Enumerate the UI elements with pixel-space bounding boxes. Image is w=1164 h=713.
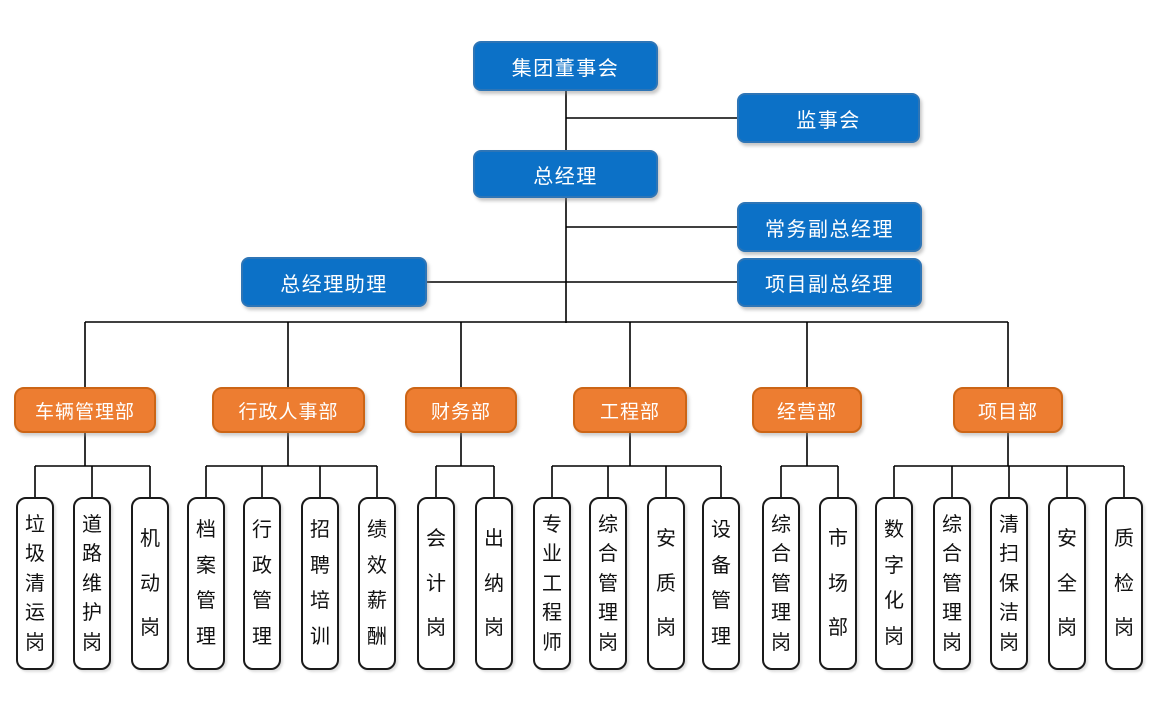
position-box-d4-p1: 市场部 [819,497,857,670]
dept-vehicle-management: 车辆管理部 [14,387,156,433]
dept-operations: 经营部 [752,387,862,433]
dept-engineering: 工程部 [573,387,687,433]
position-box-d3-p1: 综合管理岗 [589,497,627,670]
position-box-d3-p0: 专业工程师 [533,497,571,670]
position-box-d0-p2: 机动岗 [131,497,169,670]
position-box-d3-p2: 安质岗 [647,497,685,670]
node-project-deputy-gm: 项目副总经理 [737,258,922,307]
position-box-d5-p4: 质检岗 [1105,497,1143,670]
dept-project: 项目部 [953,387,1063,433]
position-box-d1-p3: 绩效薪酬 [358,497,396,670]
node-executive-deputy-gm: 常务副总经理 [737,202,922,252]
node-supervisory-board: 监事会 [737,93,920,143]
position-box-d0-p1: 道路维护岗 [73,497,111,670]
node-board: 集团董事会 [473,41,658,91]
node-gm-assistant: 总经理助理 [241,257,427,307]
dept-finance: 财务部 [405,387,517,433]
position-box-d2-p0: 会计岗 [417,497,455,670]
position-box-d5-p0: 数字化岗 [875,497,913,670]
position-box-d1-p2: 招聘培训 [301,497,339,670]
dept-admin-hr: 行政人事部 [212,387,365,433]
position-box-d0-p0: 垃圾清运岗 [16,497,54,670]
position-box-d1-p0: 档案管理 [187,497,225,670]
node-general-manager: 总经理 [473,150,658,198]
position-box-d5-p3: 安全岗 [1048,497,1086,670]
position-box-d1-p1: 行政管理 [243,497,281,670]
position-box-d5-p1: 综合管理岗 [933,497,971,670]
position-box-d3-p3: 设备管理 [702,497,740,670]
position-box-d4-p0: 综合管理岗 [762,497,800,670]
position-box-d5-p2: 清扫保洁岗 [990,497,1028,670]
position-box-d2-p1: 出纳岗 [475,497,513,670]
